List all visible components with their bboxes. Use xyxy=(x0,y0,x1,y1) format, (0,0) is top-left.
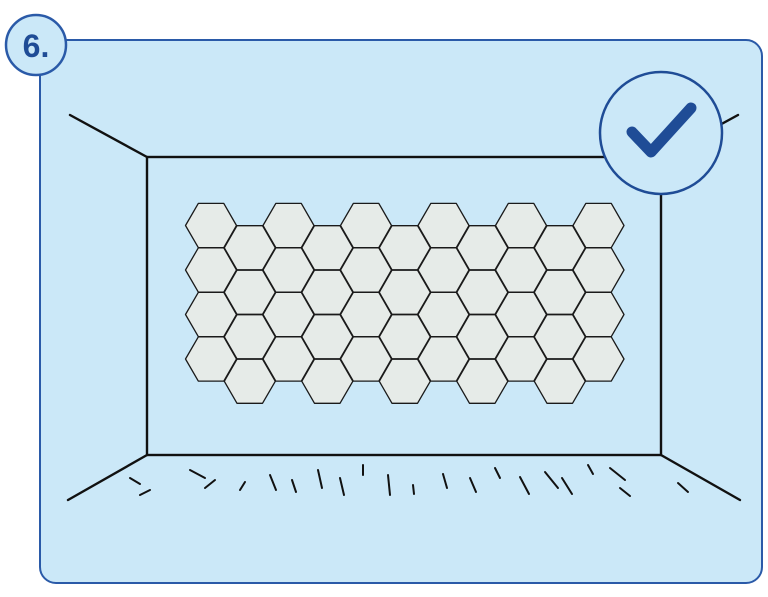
floor-hatch-mark xyxy=(139,489,151,496)
floor-hatch-mark xyxy=(412,484,415,495)
floor-hatch-mark xyxy=(189,469,206,479)
floor-hatch-mark xyxy=(619,487,631,497)
floor-hatch-mark xyxy=(129,477,141,485)
floor-edge-left xyxy=(66,453,149,502)
step-badge-circle xyxy=(4,13,68,77)
floor-hatch-mark xyxy=(519,476,530,495)
floor-hatch-mark xyxy=(469,477,477,493)
hexagon-tile xyxy=(378,358,431,404)
hexagon-tile xyxy=(533,358,586,404)
hexagon-tile xyxy=(301,358,354,404)
floor-hatch-mark xyxy=(204,479,216,489)
step-number: 6. xyxy=(23,28,50,64)
back-wall xyxy=(145,155,663,457)
floor-hatch-mark xyxy=(339,477,345,496)
floor-hatch-mark xyxy=(544,471,559,489)
hexagon-tile-group xyxy=(184,202,625,404)
check-badge xyxy=(598,70,724,196)
checkmark-icon xyxy=(626,102,697,158)
floor-hatch-mark xyxy=(317,469,323,489)
floor-hatch-mark xyxy=(442,473,448,489)
step-badge: 6. xyxy=(4,13,68,77)
floor-hatch-mark xyxy=(494,467,501,479)
floor-edge-right xyxy=(659,453,742,502)
hexagon-tile xyxy=(223,358,276,404)
floor-hatch-mark xyxy=(609,467,626,481)
floor-hatch-mark xyxy=(269,474,277,491)
floor-hatch-mark xyxy=(387,474,391,496)
floor-hatch-mark xyxy=(291,479,297,493)
floor-hatch-mark xyxy=(239,481,246,491)
floor-texture xyxy=(129,464,689,497)
floor-hatch-mark xyxy=(587,464,594,475)
hexagon-tile xyxy=(456,358,509,404)
floor-hatch-mark xyxy=(677,482,689,493)
floor-hatch-mark xyxy=(561,477,573,495)
ceiling-edge-left xyxy=(68,113,149,159)
